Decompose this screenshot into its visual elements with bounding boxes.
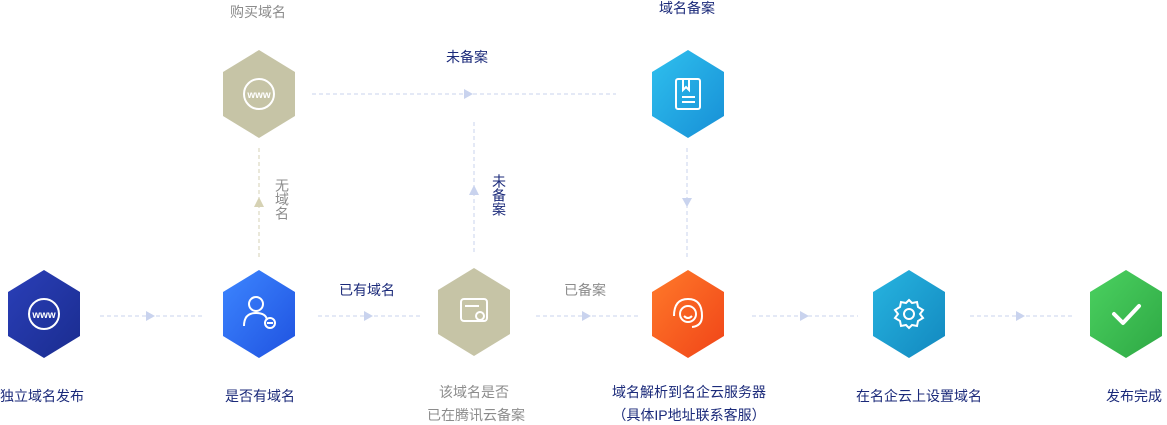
node-done [1086,270,1166,358]
label-dns-2: （具体IP地址联系客服） [612,407,766,423]
node-buy: www [219,50,299,138]
label-has-domain: 是否有域名 [225,388,295,404]
label-done: 发布完成 [1106,388,1162,404]
edge-label-not-recorded-vertical: 未备案 [491,174,507,216]
arrow-up [469,185,479,195]
arrow-down [682,198,692,207]
arrow-right [582,311,591,321]
record-book-icon [675,78,701,110]
label-check-record-2: 已在腾讯云备案 [427,407,525,423]
arrow-right [146,311,155,321]
arrow-right [464,89,473,99]
label-publish-own: 独立域名发布 [0,388,84,404]
svg-text:www: www [246,90,271,101]
edge-label-recorded: 已备案 [564,282,606,298]
label-buy: 购买域名 [230,4,286,20]
arrow-up [254,197,264,207]
label-setup: 在名企云上设置域名 [856,388,982,404]
gear-icon [893,298,925,330]
label-record: 域名备案 [659,0,715,16]
edge-label-none: 无域名 [274,178,290,220]
node-setup [869,270,949,358]
record-check-icon [460,298,488,322]
label-dns-1: 域名解析到名企云服务器 [612,384,766,400]
edge-label-not-recorded-top: 未备案 [446,49,488,65]
node-check-record [434,268,514,356]
arrow-right [364,311,373,321]
node-dns [648,270,728,358]
check-icon [1112,304,1141,325]
edge-label-has: 已有域名 [339,282,395,298]
node-publish-own: www [4,270,84,358]
customer-service-icon [673,297,703,328]
user-question-icon [243,296,276,329]
label-check-record-1: 该域名是否 [439,384,509,400]
arrow-right [1016,311,1025,321]
arrow-right [800,311,809,321]
node-record [648,50,728,138]
www-icon [28,298,60,330]
svg-text:www: www [31,310,56,321]
node-has-domain [219,270,299,358]
www-icon [243,78,275,110]
